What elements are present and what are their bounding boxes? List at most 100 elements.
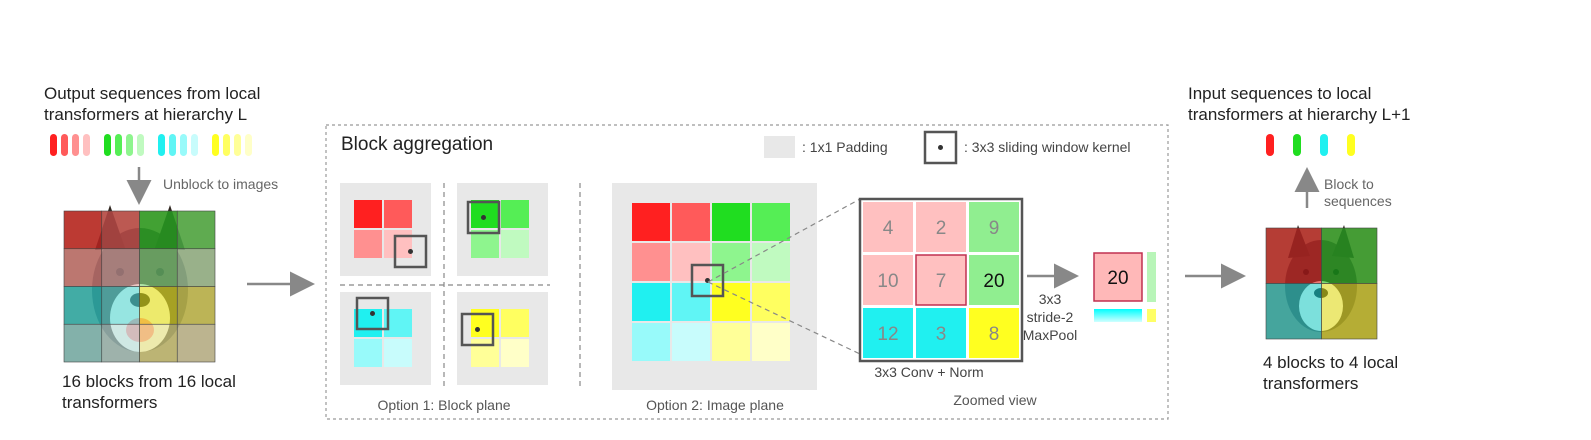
left-title-line1: Output sequences from local: [44, 84, 260, 103]
block-red: [384, 230, 412, 258]
option2-image-plane: [612, 183, 817, 390]
sliding-kernel: [355, 296, 390, 331]
block-cyan: [384, 339, 412, 367]
sequence-token-red: [72, 134, 79, 156]
sequence-token-green: [137, 134, 144, 156]
sequence-token-cyan: [191, 134, 198, 156]
image-block-green: [176, 248, 216, 287]
sequence-token-green: [126, 134, 133, 156]
maxpool-label-line3: MaxPool: [1023, 327, 1077, 343]
padding-area: [457, 292, 548, 385]
zoom-line-bottom: [707, 281, 861, 355]
input-sequence-tokens: [1266, 134, 1355, 156]
block-label-line1: Block to: [1324, 176, 1374, 192]
kernel-legend-swatch: [923, 130, 958, 165]
image-block-red: [63, 210, 103, 250]
image-block-red: [632, 203, 670, 241]
zoom-cell-value: 10: [877, 271, 898, 292]
kernel-center-dot: [370, 311, 375, 316]
sequence-token-cyan: [1320, 134, 1328, 156]
image-block-green: [752, 203, 790, 241]
padding-legend-swatch: [764, 136, 795, 158]
output-sequence-tokens: [50, 134, 252, 156]
image-block-red: [672, 203, 710, 241]
zoomed-view-label: Zoomed view: [953, 392, 1037, 408]
image-block-red: [632, 243, 670, 281]
zoom-kernel-frame: [858, 197, 1024, 363]
block-aggregation-title: Block aggregation: [341, 134, 493, 155]
zoom-cell: [969, 202, 1019, 252]
zoom-cell: [863, 308, 913, 358]
image-block-cyan: [632, 323, 670, 361]
block-green: [471, 200, 499, 228]
zoom-cell-value: 4: [883, 218, 894, 239]
image-block-cyan: [1265, 283, 1322, 340]
conv-norm-label: 3x3 Conv + Norm: [874, 364, 983, 380]
unblock-label: Unblock to images: [163, 176, 278, 192]
block-label-line2: sequences: [1324, 193, 1392, 209]
image-block-green: [139, 210, 178, 250]
padding-area: [340, 183, 431, 276]
left-caption-line1: 16 blocks from 16 local: [62, 372, 236, 391]
right-caption-line2: transformers: [1263, 374, 1358, 393]
sequence-token-green: [115, 134, 122, 156]
sequence-token-green: [104, 134, 111, 156]
kernel-center-dot: [408, 249, 413, 254]
right-title-line2: transformers at hierarchy L+1: [1188, 105, 1411, 124]
dog-image-16-blocks: [63, 205, 216, 363]
sliding-kernel: [690, 263, 725, 298]
image-block-cyan: [63, 286, 103, 325]
sequence-token-red: [61, 134, 68, 156]
block-cyan: [354, 339, 382, 367]
image-block-yellow: [176, 323, 216, 363]
sequence-token-cyan: [180, 134, 187, 156]
sequence-token-yellow: [223, 134, 230, 156]
sequence-token-yellow: [245, 134, 252, 156]
kernel-legend-label: : 3x3 sliding window kernel: [964, 139, 1131, 155]
sliding-kernel: [466, 200, 501, 235]
sequence-token-green: [1293, 134, 1301, 156]
zoom-cell-value: 12: [877, 324, 898, 345]
kernel-center-dot: [481, 215, 486, 220]
zoom-cell: [969, 308, 1019, 358]
sequence-token-red: [83, 134, 90, 156]
pooled-result: 20: [1093, 252, 1156, 322]
image-block-green: [712, 203, 750, 241]
padding-area: [457, 183, 548, 276]
image-block-cyan: [101, 286, 140, 325]
pooled-value: 20: [1107, 268, 1128, 289]
zoom-cell: [863, 255, 913, 305]
block-red: [354, 200, 382, 228]
image-block-yellow: [712, 323, 750, 361]
sequence-token-cyan: [158, 134, 165, 156]
image-block-yellow: [1321, 283, 1378, 340]
image-block-red: [63, 248, 103, 287]
right-caption-line1: 4 blocks to 4 local: [1263, 353, 1398, 372]
sequence-token-yellow: [234, 134, 241, 156]
image-block-green: [139, 248, 178, 287]
maxpool-label-line2: stride-2: [1027, 309, 1074, 325]
image-block-green: [176, 210, 216, 250]
zoom-cell: [916, 202, 966, 252]
image-block-yellow: [139, 323, 178, 363]
image-block-cyan: [672, 323, 710, 361]
maxpool-label-line1: 3x3: [1039, 291, 1062, 307]
zoom-cell-value: 7: [936, 271, 947, 292]
image-block-green: [1321, 227, 1378, 284]
image-block-yellow: [176, 286, 216, 325]
option1-block-plane: [340, 183, 548, 385]
sequence-token-yellow: [212, 134, 219, 156]
image-block-yellow: [752, 283, 790, 321]
block-yellow: [501, 339, 529, 367]
block-red: [354, 230, 382, 258]
block-green: [501, 230, 529, 258]
option2-label: Option 2: Image plane: [646, 397, 784, 413]
right-title-line1: Input sequences to local: [1188, 84, 1371, 103]
kernel-center-dot: [475, 327, 480, 332]
image-block-cyan: [63, 323, 103, 363]
left-caption-line2: transformers: [62, 393, 157, 412]
block-green: [471, 230, 499, 258]
block-yellow: [501, 309, 529, 337]
